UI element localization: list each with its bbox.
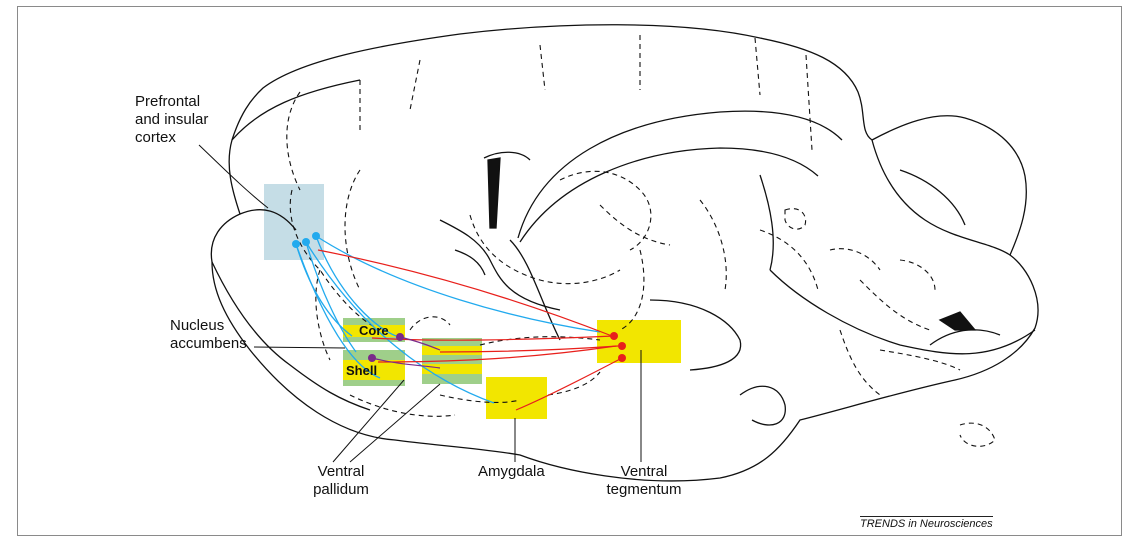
tegmentum-region (597, 320, 681, 363)
tegmentum-label: Ventral tegmentum (596, 463, 692, 499)
prefrontal-region (264, 184, 324, 260)
brain-outline (211, 25, 1038, 481)
journal-credit: TRENDS in Neurosciences (860, 516, 993, 530)
amygdala-region (486, 377, 547, 419)
pallidum-yellow-1 (422, 346, 482, 355)
prefrontal-label: Prefrontal and insular cortex (135, 93, 208, 147)
amygdala-label: Amygdala (478, 463, 545, 481)
accumbens-label: Nucleus accumbens (170, 317, 247, 353)
pallidum-label: Ventral pallidum (296, 463, 386, 499)
core-label: Core (359, 323, 389, 338)
shell-label: Shell (346, 363, 377, 378)
